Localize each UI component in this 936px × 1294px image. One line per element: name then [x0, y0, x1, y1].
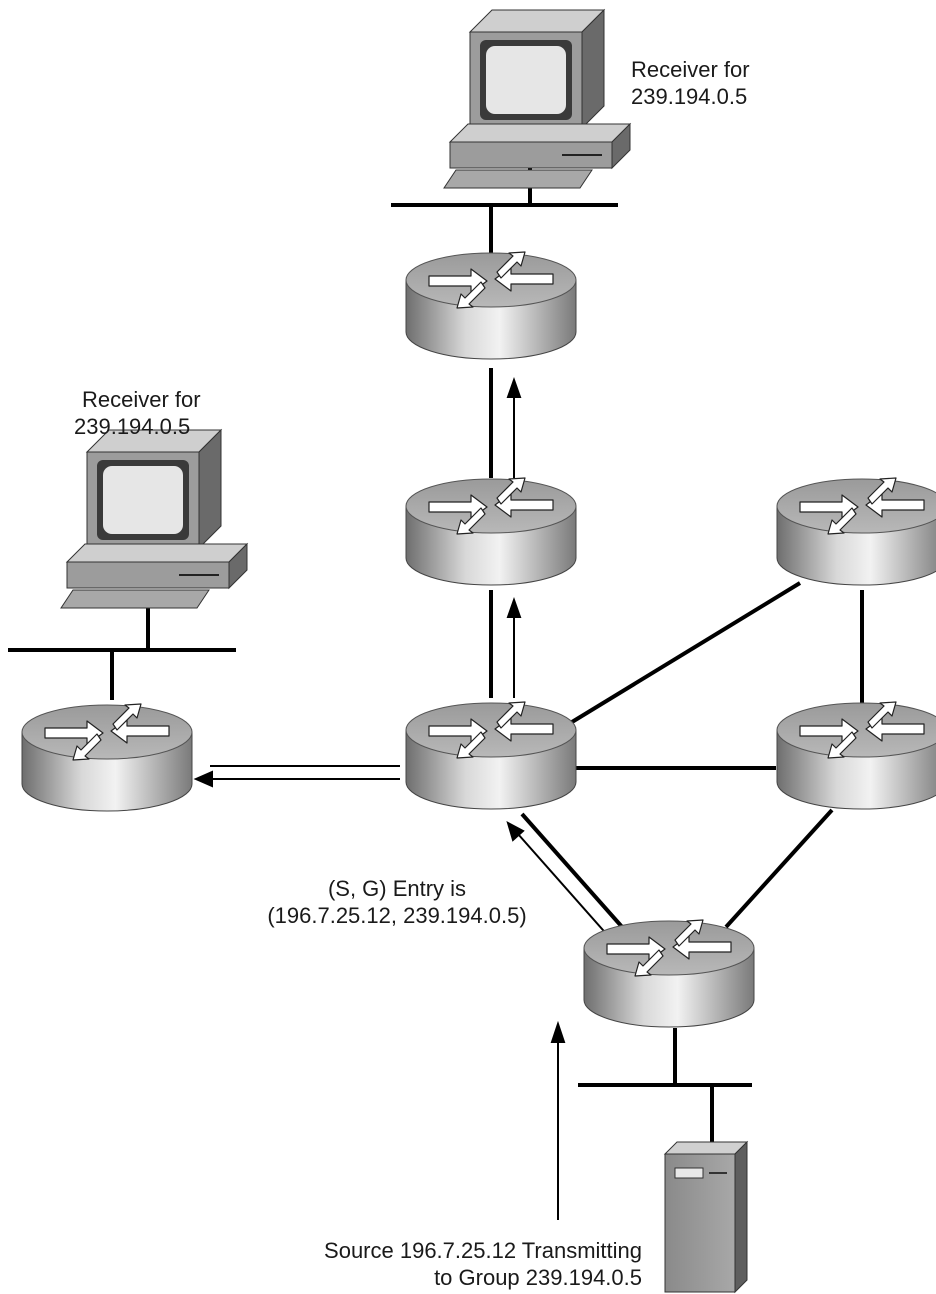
flow-arrowhead-c-to-b [506, 596, 522, 618]
source-label: Source 196.7.25.12 Transmitting to Group… [236, 1237, 642, 1291]
receiver-left-label-line2: 239.194.0.5 [74, 414, 191, 439]
sg-entry-label: (S, G) Entry is (196.7.25.12, 239.194.0.… [236, 875, 558, 929]
workstation-icon [60, 429, 248, 609]
router-icon [776, 701, 936, 810]
flow-arrow-g-to-c [517, 833, 611, 939]
router-icon [776, 477, 936, 586]
flow-arrowhead-g-to-c [506, 820, 525, 842]
link-router-c-router-g [520, 812, 625, 930]
source-label-line1: Source 196.7.25.12 Transmitting [324, 1238, 642, 1263]
flow-arrowhead-b-to-a [506, 376, 522, 398]
receiver-top-label-line1: Receiver for [631, 57, 750, 82]
router-icon [583, 919, 755, 1028]
receiver-left-label-line1: Receiver for [82, 387, 201, 412]
router-icon [405, 251, 577, 360]
link-router-b-router-d [570, 581, 802, 724]
sg-entry-label-line1: (S, G) Entry is [327, 876, 467, 901]
router-icon [21, 703, 193, 812]
receiver-left-label: Receiver for 239.194.0.5 [74, 386, 234, 440]
sg-entry-label-line2: (196.7.25.12, 239.194.0.5) [267, 903, 527, 928]
link-router-e-router-g [724, 808, 834, 929]
link-lines [8, 158, 864, 1152]
server-icon [664, 1141, 748, 1293]
source-label-line2: to Group 239.194.0.5 [434, 1265, 642, 1290]
receiver-top-label: Receiver for 239.194.0.5 [631, 56, 750, 110]
source-transmit-arrowhead [550, 1020, 566, 1043]
flow-arrowhead-c-to-f [193, 770, 213, 788]
router-icon [405, 701, 577, 810]
workstation-icon [443, 9, 631, 189]
receiver-top-label-line2: 239.194.0.5 [631, 84, 748, 109]
router-icon [405, 477, 577, 586]
multicast-flow-arrows [193, 376, 611, 1220]
